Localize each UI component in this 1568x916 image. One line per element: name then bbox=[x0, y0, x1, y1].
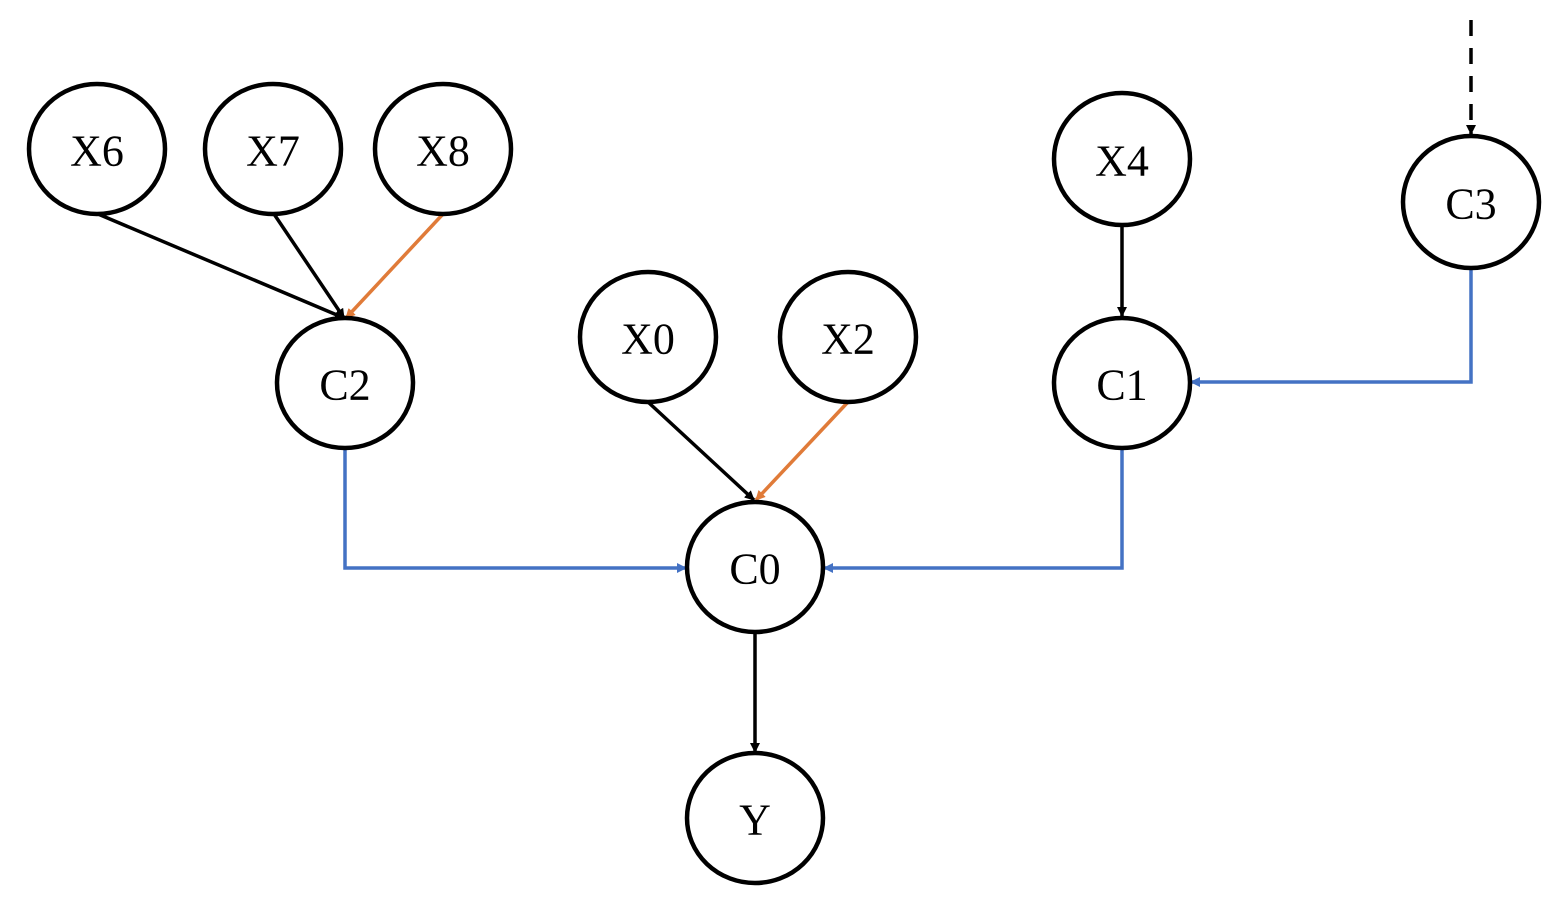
node-label: C2 bbox=[319, 361, 370, 410]
node-y: Y bbox=[684, 750, 826, 886]
node-label: X7 bbox=[246, 127, 300, 176]
node-label: C1 bbox=[1096, 361, 1147, 410]
node-c1: C1 bbox=[1051, 315, 1193, 451]
node-label: C3 bbox=[1445, 180, 1496, 229]
node-label: X0 bbox=[621, 315, 675, 364]
edges bbox=[97, 20, 1476, 753]
edge-x7-to-c2 bbox=[272, 213, 346, 319]
node-label: Y bbox=[739, 796, 771, 845]
node-x8: X8 bbox=[372, 81, 514, 217]
node-x7: X7 bbox=[202, 81, 344, 217]
node-label: X4 bbox=[1095, 137, 1149, 186]
node-x2: X2 bbox=[777, 269, 919, 405]
edge-c2-to-c0 bbox=[343, 448, 687, 573]
node-c2: C2 bbox=[274, 315, 416, 451]
node-c3: C3 bbox=[1400, 133, 1542, 271]
node-x0: X0 bbox=[577, 269, 719, 405]
edge-x0-to-c0 bbox=[646, 400, 756, 502]
edge-x2-to-c0 bbox=[754, 400, 850, 502]
edge-c3-to-c1 bbox=[1190, 268, 1473, 387]
node-x6: X6 bbox=[26, 81, 168, 217]
edge-x6-to-c2 bbox=[97, 212, 345, 320]
node-label: X8 bbox=[416, 127, 470, 176]
node-label: X2 bbox=[821, 315, 875, 364]
edge-x8-to-c2 bbox=[344, 212, 445, 320]
node-label: X6 bbox=[70, 127, 124, 176]
node-x4: X4 bbox=[1051, 90, 1193, 228]
node-label: C0 bbox=[729, 545, 780, 594]
edge-c1-to-c0 bbox=[823, 448, 1124, 573]
node-c0: C0 bbox=[684, 499, 826, 635]
